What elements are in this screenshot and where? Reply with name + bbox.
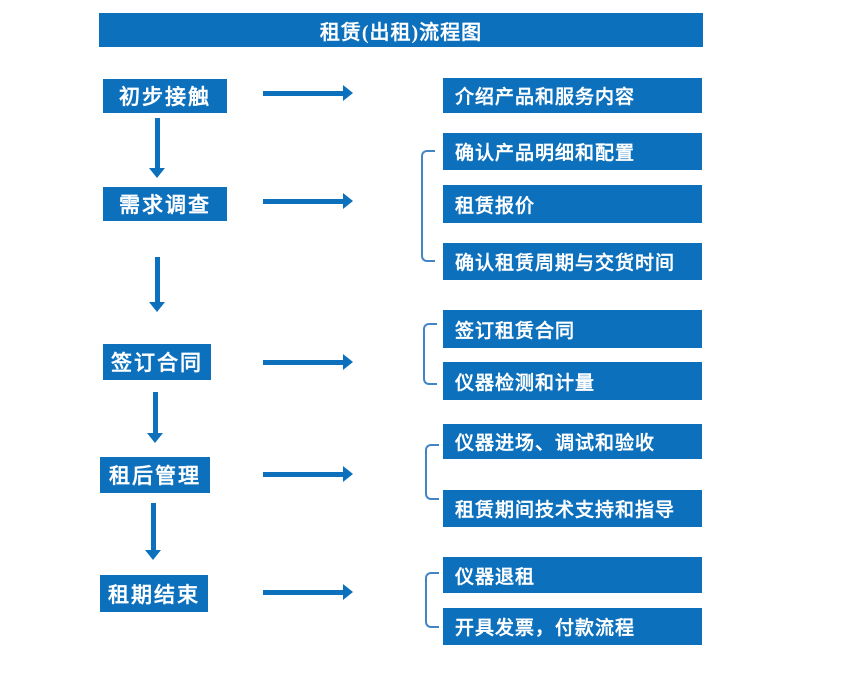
step-box-post-rental-management: 租后管理	[100, 457, 210, 493]
output-box-confirm-product-details: 确认产品明细和配置	[443, 133, 702, 170]
output-box-invoice-payment: 开具发票，付款流程	[443, 608, 702, 645]
step-box-demand-survey: 需求调查	[103, 187, 227, 221]
right-arrow-icon	[263, 466, 353, 482]
step-box-sign-contract: 签订合同	[103, 344, 211, 380]
down-arrow-icon	[147, 392, 163, 443]
output-box-rental-quotation: 租赁报价	[443, 185, 702, 223]
right-arrow-icon	[263, 354, 353, 370]
output-box-technical-support: 租赁期间技术支持和指导	[443, 490, 702, 527]
output-box-confirm-rental-period: 确认租赁周期与交货时间	[443, 243, 702, 280]
group-bracket-sign-contract	[423, 323, 437, 385]
right-arrow-icon	[263, 85, 353, 101]
right-arrow-icon	[263, 193, 353, 209]
step-box-rental-end: 租期结束	[100, 575, 208, 612]
output-box-sign-rental-contract: 签订租赁合同	[443, 310, 702, 348]
group-bracket-demand-survey	[421, 150, 435, 262]
output-box-instrument-testing: 仪器检测和计量	[443, 362, 702, 400]
down-arrow-icon	[145, 503, 161, 560]
output-box-instrument-setup-acceptance: 仪器进场、调试和验收	[443, 424, 702, 459]
right-arrow-icon	[263, 584, 353, 600]
page-title: 租赁(出租)流程图	[99, 13, 703, 47]
group-bracket-post-rental	[425, 444, 439, 500]
down-arrow-icon	[149, 257, 165, 312]
output-box-introduce-products: 介绍产品和服务内容	[443, 78, 702, 113]
step-box-initial-contact: 初步接触	[103, 79, 227, 113]
output-box-instrument-return: 仪器退租	[443, 557, 702, 593]
down-arrow-icon	[149, 118, 165, 178]
group-bracket-rental-end	[425, 572, 439, 628]
